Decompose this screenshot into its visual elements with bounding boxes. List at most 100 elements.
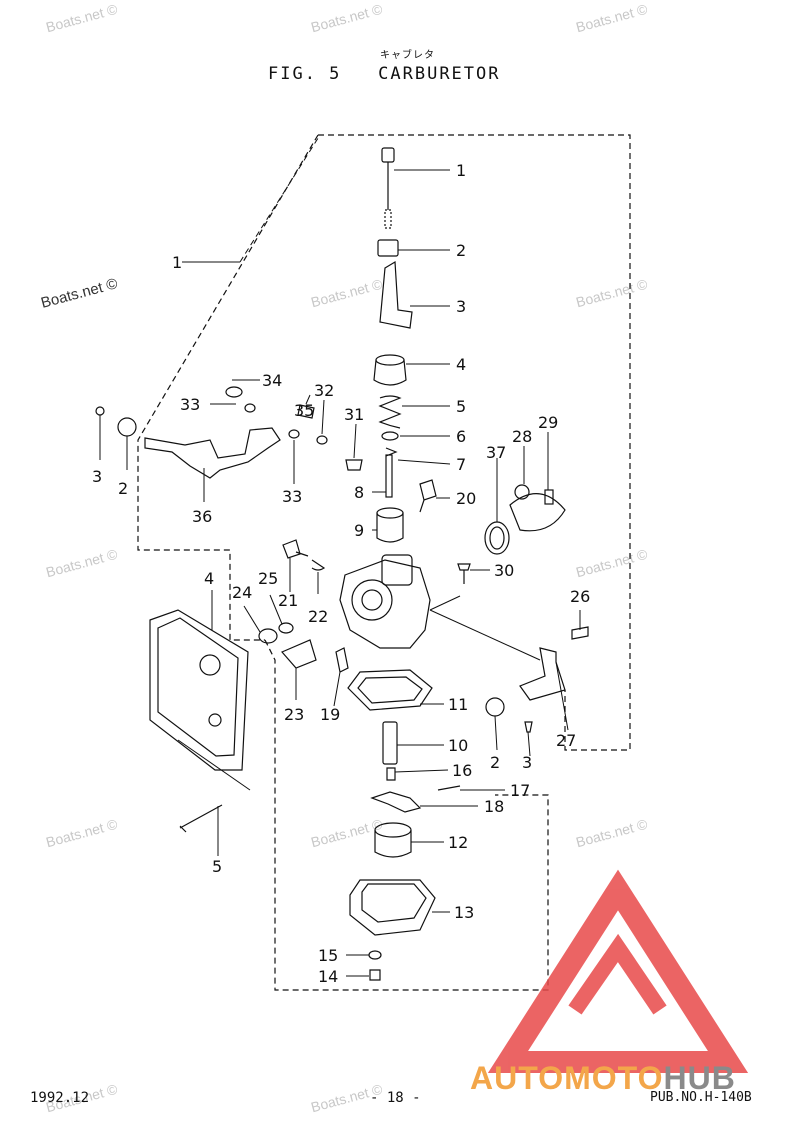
part-5-spring [378,395,402,429]
callout-36: 36 [192,507,212,526]
title-kana: キャブレタ [380,50,435,61]
callout-2: 2 [456,241,466,260]
callout-3-right: 3 [522,753,532,772]
callout-9: 9 [354,521,364,540]
part-21-screw [282,539,309,559]
callout-4: 4 [456,355,466,374]
part-23-plate [281,639,317,669]
automotohub-logo [487,869,749,1073]
part-32-clip [316,435,328,445]
part-2-knob [117,417,137,437]
callout-21: 21 [278,591,298,610]
part-24-nut [258,628,278,644]
part-13-bowl [349,879,436,936]
part-5-bolt [179,804,223,833]
callout-22: 22 [308,607,328,626]
callout-1-left: 1 [172,253,182,272]
footer-pub-number: PUB.NO.H-140B [650,1090,752,1105]
callout-18: 18 [484,797,504,816]
callout-7: 7 [456,455,466,474]
callout-2-right: 2 [490,753,500,772]
callout-29: 29 [538,413,558,432]
callout-1: 1 [456,161,466,180]
callout-11: 11 [448,695,468,714]
callout-19: 19 [320,705,340,724]
part-36-lever [144,427,281,479]
part-34-bushing [225,386,243,398]
part-8-needle [385,454,393,498]
part-1-cap [381,147,395,163]
part-33-washer [244,403,256,413]
callout-2-left: 2 [118,479,128,498]
part-25-washer [278,622,294,634]
callout-5-left: 5 [212,857,222,876]
part-2-nut [377,239,399,257]
part-33-washer-b [288,429,300,439]
callout-32: 32 [314,381,334,400]
callout-24: 24 [232,583,252,602]
callout-37: 37 [486,443,506,462]
footer-date: 1992.12 [30,1090,90,1106]
callout-3-left: 3 [92,467,102,486]
brand-part-2: HUB [663,1060,736,1096]
callout-16: 16 [452,761,472,780]
brand-part-1: AUTOMOTO [470,1060,664,1096]
part-10-jet [382,721,398,765]
callout-23: 23 [284,705,304,724]
callout-4-left: 4 [204,569,214,588]
air-filter [149,609,249,771]
part-16-jet [386,767,396,781]
carburetor-body [339,559,431,649]
part-17-pin [437,785,461,791]
brand-wordmark: AUTOMOTOHUB [470,1060,736,1097]
part-11-gasket [347,669,433,711]
callout-8: 8 [354,483,364,502]
callout-13: 13 [454,903,474,922]
part-6-washer [381,431,399,441]
figure-name: CARBURETOR [378,64,501,84]
figure-title: FIG. 5 CARBURETOR [268,64,501,84]
callout-12: 12 [448,833,468,852]
callout-26: 26 [570,587,590,606]
part-3-screw [95,406,105,416]
callout-17: 17 [510,781,530,800]
callout-35: 35 [294,401,314,420]
callout-3: 3 [456,297,466,316]
callout-27: 27 [556,731,576,750]
callout-labels: 1 2 3 4 5 6 7 8 9 20 30 37 28 29 1 34 33… [92,161,590,986]
part-2-knob-right [485,697,505,717]
part-26-pin [571,626,589,640]
callout-5: 5 [456,397,466,416]
part-35-pin [297,404,315,419]
callout-25: 25 [258,569,278,588]
callout-10: 10 [448,736,468,755]
part-14-screw [369,969,381,981]
part-9-valve [376,513,404,543]
float-bowl-outline [264,639,549,991]
callout-6: 6 [456,427,466,446]
part-27-lever [519,647,566,701]
callout-33: 33 [180,395,200,414]
callout-30: 30 [494,561,514,580]
part-3-bracket [379,260,413,329]
part-30-screw [457,563,471,584]
part-19-piece [335,647,349,673]
callout-28: 28 [512,427,532,446]
part-28-clamp [509,493,566,532]
part-22-spring [311,559,326,571]
callout-33-b: 33 [282,487,302,506]
part-15-washer [368,950,382,960]
figure-label: FIG. 5 [268,64,342,84]
part-18-float-arm [370,791,422,813]
part-20-fitting [419,479,437,513]
callout-14: 14 [318,967,338,986]
callout-31: 31 [344,405,364,424]
footer-page-number: - 18 - [370,1090,421,1106]
part-12-float [374,822,412,838]
callout-15: 15 [318,946,338,965]
part-3-screw-right [524,721,533,733]
assembly-outline [137,134,631,751]
part-31-screw [345,459,363,471]
callout-20: 20 [456,489,476,508]
